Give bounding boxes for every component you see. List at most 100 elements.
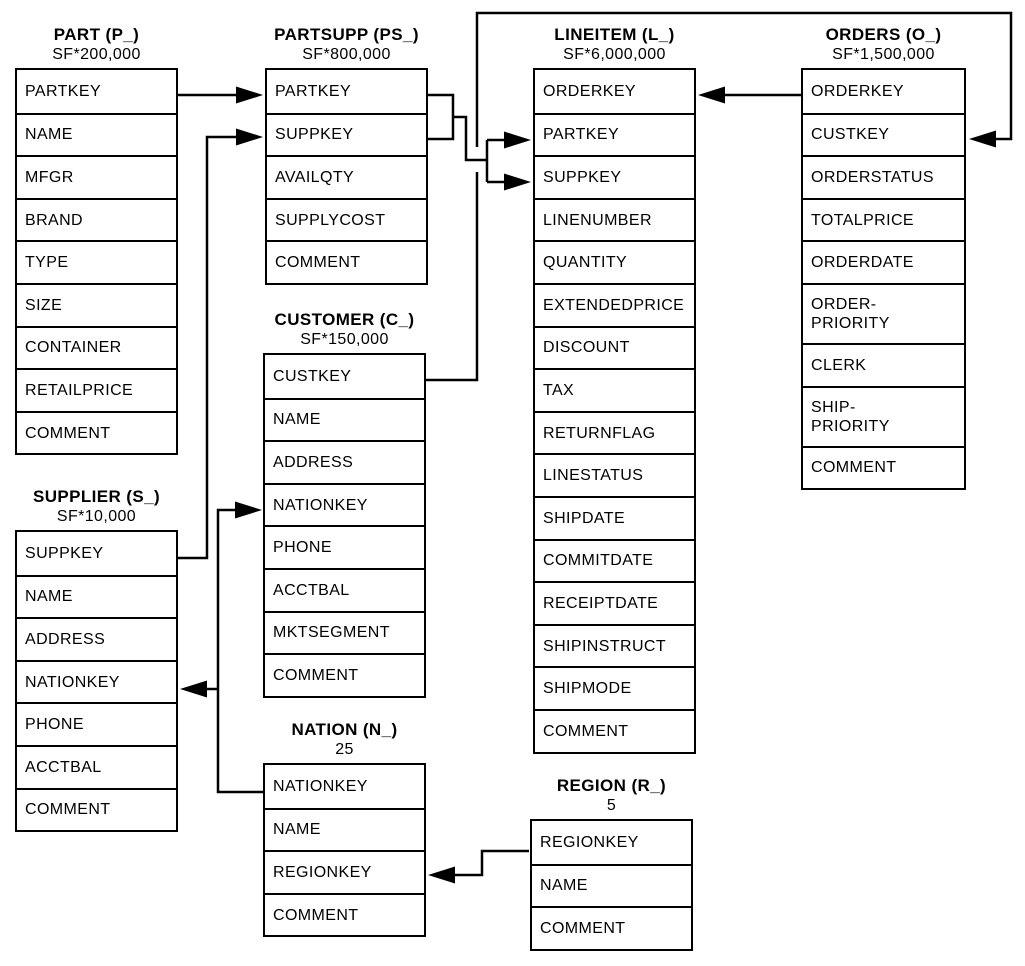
- table-cardinality-part: SF*200,000: [52, 46, 141, 63]
- table-cardinality-region: 5: [606, 797, 617, 814]
- row-supplier-comment: COMMENT: [17, 787, 176, 831]
- row-part-retailprice: RETAILPRICE: [17, 368, 176, 411]
- row-lineitem-receiptdate: RECEIPTDATE: [535, 581, 694, 624]
- row-customer-phone: PHONE: [265, 525, 424, 568]
- row-orders-orderstatus: ORDERSTATUS: [803, 155, 964, 198]
- arrowhead-icon: [235, 501, 262, 519]
- row-customer-name: NAME: [265, 397, 424, 441]
- row-partsupp-partkey: PARTKEY: [275, 82, 352, 100]
- row-lineitem-quantity: QUANTITY: [535, 240, 694, 283]
- row-part-name: NAME: [17, 112, 176, 156]
- row-lineitem-suppkey: SUPPKEY: [535, 155, 694, 198]
- row-region-regionkey: REGIONKEY: [540, 833, 639, 851]
- connector-line: [426, 172, 479, 382]
- connector-region-regionkey-to-nation-regionkey: [428, 849, 529, 884]
- arrowhead-icon: [236, 86, 263, 104]
- row-customer-mktsegment: MKTSEGMENT: [265, 610, 424, 654]
- row-supplier-phone: PHONE: [17, 702, 176, 745]
- row-customer-custkey: CUSTKEY: [273, 367, 352, 385]
- arrowhead-icon: [698, 86, 725, 104]
- row-nation-name: NAME: [265, 807, 424, 851]
- row-lineitem-linestatus: LINESTATUS: [535, 453, 694, 496]
- table-title-lineitem: LINEITEM (L_): [554, 25, 675, 44]
- row-nation-comment: COMMENT: [265, 892, 424, 936]
- arrowhead-icon: [969, 130, 996, 148]
- arrowhead-icon: [428, 866, 455, 884]
- row-orders-totalprice: TOTALPRICE: [803, 197, 964, 241]
- connector-supplier-suppkey-to-partsupp-suppkey: [178, 128, 263, 560]
- table-title-supplier: SUPPLIER (S_): [32, 487, 161, 506]
- arrowhead-icon: [504, 173, 531, 191]
- connector-line: [216, 508, 263, 794]
- row-customer-comment: COMMENT: [265, 653, 424, 696]
- row-partsupp-suppkey: SUPPKEY: [267, 112, 426, 156]
- connector-partsupp-partkey-suppkey-to-lineitem: [428, 93, 531, 191]
- arrowhead-icon: [236, 128, 263, 146]
- table-title-orders: ORDERS (O_): [825, 25, 942, 44]
- row-supplier-acctbal: ACCTBAL: [17, 744, 176, 788]
- connector-customer-custkey-to-orders-custkey: [426, 11, 1013, 382]
- table-title-partsupp: PARTSUPP (PS_): [274, 25, 419, 44]
- row-orders-orderkey: ORDERKEY: [811, 82, 904, 100]
- row-supplier-address: ADDRESS: [17, 617, 176, 660]
- arrowhead-icon: [180, 680, 207, 698]
- row-nation-regionkey: REGIONKEY: [265, 850, 424, 893]
- row-region-name: NAME: [532, 863, 691, 907]
- row-partsupp-comment: COMMENT: [267, 240, 426, 283]
- table-cardinality-nation: 25: [335, 741, 354, 758]
- row-lineitem-shipmode: SHIPMODE: [535, 666, 694, 709]
- row-orders-orderdate: ORDERDATE: [803, 240, 964, 283]
- row-part-comment: COMMENT: [17, 410, 176, 454]
- row-lineitem-extendedprice: EXTENDEDPRICE: [535, 282, 694, 326]
- arrowhead-icon: [504, 131, 531, 149]
- row-nation-nationkey: NATIONKEY: [273, 777, 368, 795]
- row-lineitem-shipdate: SHIPDATE: [535, 495, 694, 539]
- connector-line: [475, 11, 1013, 147]
- row-part-partkey: PARTKEY: [25, 82, 102, 100]
- row-orders-custkey: CUSTKEY: [803, 112, 964, 156]
- row-part-mfgr: MFGR: [17, 155, 176, 198]
- row-customer-nationkey: NATIONKEY: [265, 482, 424, 526]
- connector-line: [428, 93, 455, 141]
- row-lineitem-orderkey: ORDERKEY: [543, 82, 636, 100]
- row-part-size: SIZE: [17, 282, 176, 326]
- row-orders-comment: COMMENT: [803, 445, 964, 489]
- row-part-container: CONTAINER: [17, 325, 176, 369]
- connector-line: [178, 135, 240, 560]
- row-supplier-suppkey: SUPPKEY: [25, 544, 104, 562]
- row-lineitem-shipinstruct: SHIPINSTRUCT: [535, 623, 694, 667]
- connector-nation-nationkey-to-customer-and-supplier-nationkey: [180, 501, 263, 794]
- row-part-brand: BRAND: [17, 197, 176, 241]
- row-lineitem-partkey: PARTKEY: [535, 112, 694, 156]
- row-lineitem-commitdate: COMMITDATE: [535, 538, 694, 582]
- connector-line: [453, 115, 487, 162]
- row-customer-address: ADDRESS: [265, 440, 424, 483]
- row-orders-orderpriority: ORDER- PRIORITY: [803, 282, 964, 343]
- row-partsupp-availqty: AVAILQTY: [267, 155, 426, 198]
- row-orders-shippriority: SHIP- PRIORITY: [803, 385, 964, 446]
- row-lineitem-returnflag: RETURNFLAG: [535, 410, 694, 454]
- table-title-region: REGION (R_): [556, 776, 667, 795]
- row-region-comment: COMMENT: [532, 906, 691, 949]
- row-orders-clerk: CLERK: [803, 342, 964, 386]
- table-cardinality-lineitem: SF*6,000,000: [563, 46, 666, 63]
- row-customer-acctbal: ACCTBAL: [265, 567, 424, 611]
- connector-orders-orderkey-to-lineitem-orderkey: [698, 86, 801, 104]
